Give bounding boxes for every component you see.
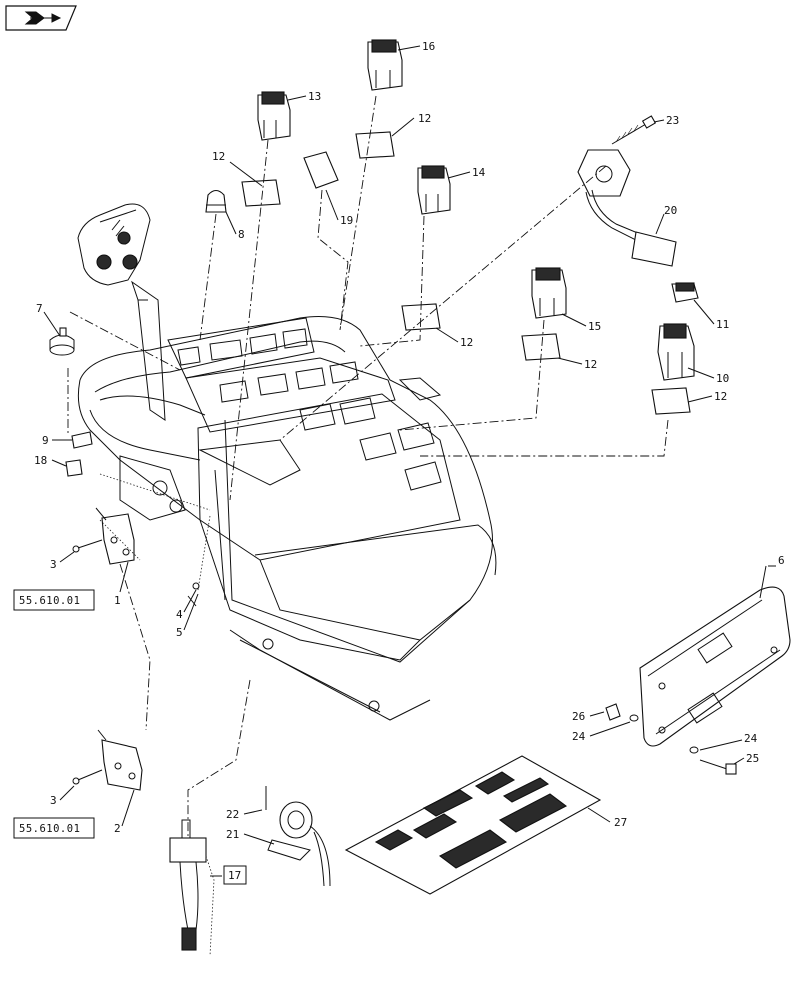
callout-10: 10 [716, 372, 729, 385]
callout-26: 26 [572, 710, 585, 723]
part-16-rocker-switch [367, 39, 403, 91]
part-14-rocker-switch [417, 165, 451, 215]
part-12-bezel-b [355, 131, 395, 159]
part-7-knob [49, 327, 75, 356]
callout-24-right: 24 [744, 732, 758, 745]
callout-22: 22 [226, 808, 239, 821]
part-3-screw-lower [72, 769, 103, 785]
reference-link-upper[interactable]: 55.610.01 [13, 589, 95, 611]
part-10-switch [657, 323, 695, 381]
part-3-screw-upper [72, 539, 103, 553]
part-23-screw [611, 115, 657, 145]
callout-27: 27 [614, 816, 627, 829]
part-1-microswitch [95, 507, 135, 565]
callout-14: 14 [472, 166, 486, 179]
callout-8: 8 [238, 228, 245, 241]
callout-13: 13 [308, 90, 321, 103]
part-12-bezel-a [241, 179, 281, 207]
callout-4: 4 [176, 608, 183, 621]
callout-23: 23 [666, 114, 679, 127]
part-17-harness [169, 819, 207, 951]
part-11-cap [671, 282, 699, 303]
callout-11: 11 [716, 318, 729, 331]
part-12-bezel-e [651, 387, 691, 415]
callout-12-c: 12 [460, 336, 473, 349]
callout-20: 20 [664, 204, 677, 217]
part-9-plug [71, 431, 93, 449]
callout-labels: 13 16 14 15 10 11 12 12 12 12 12 19 8 23… [34, 40, 785, 841]
reference-lower-label: 55.610.01 [19, 823, 80, 835]
part-20-sensor [577, 149, 677, 267]
callout-3-lower: 3 [50, 794, 57, 807]
part-12-bezel-c [401, 303, 441, 331]
callout-19: 19 [340, 214, 353, 227]
callout-21: 21 [226, 828, 239, 841]
callout-18: 18 [34, 454, 47, 467]
callout-5: 5 [176, 626, 183, 639]
arrow-right-icon [24, 11, 62, 25]
callout-3-upper: 3 [50, 558, 57, 571]
part-18-plug [65, 459, 83, 477]
callout-12-e: 12 [714, 390, 727, 403]
callout-17-box: 17 [223, 865, 247, 885]
part-13-rocker-switch [257, 91, 291, 141]
callout-9: 9 [42, 434, 49, 447]
part-2-microswitch [97, 729, 143, 791]
callout-24-left: 24 [572, 730, 586, 743]
callout-12-b: 12 [418, 112, 431, 125]
part-8-cap [205, 189, 227, 213]
callout-25: 25 [746, 752, 759, 765]
joystick-lever [77, 203, 166, 421]
assembly-lines [67, 95, 669, 957]
part-6-controller [639, 586, 791, 747]
callout-1: 1 [114, 594, 121, 607]
callout-6: 6 [778, 554, 785, 567]
callout-17: 17 [228, 869, 241, 882]
console-housing [77, 316, 497, 721]
part-27-decal [344, 755, 602, 895]
callout-16: 16 [422, 40, 435, 53]
leader-lines [43, 45, 776, 877]
part-15-rocker-switch [531, 267, 567, 319]
callout-7: 7 [36, 302, 43, 315]
callout-15: 15 [588, 320, 601, 333]
nav-arrow-button[interactable] [5, 5, 77, 31]
reference-upper-label: 55.610.01 [19, 595, 80, 607]
part-21-solenoid [267, 801, 331, 887]
callout-2: 2 [114, 822, 121, 835]
reference-link-lower[interactable]: 55.610.01 [13, 817, 95, 839]
callout-12-d: 12 [584, 358, 597, 371]
part-24-25-26-hardware [605, 703, 737, 775]
callout-12-a: 12 [212, 150, 225, 163]
part-19-blank [303, 151, 339, 189]
